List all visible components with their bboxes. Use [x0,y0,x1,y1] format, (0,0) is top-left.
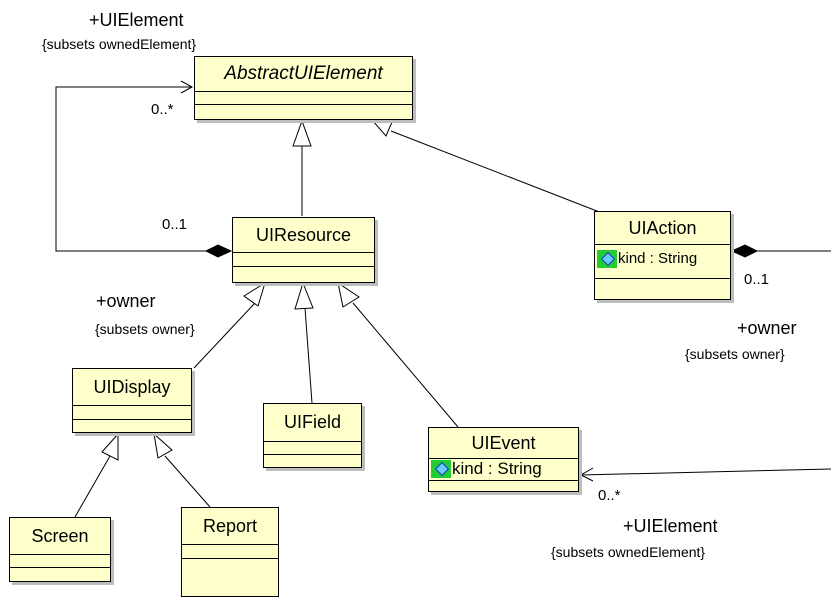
attributes-compartment [182,545,278,559]
generalization-uievent [352,302,459,428]
role-label: +UIElement [623,516,718,536]
class-name: UIEvent [429,428,578,459]
inheritance-arrowhead [292,119,312,147]
association-uielement [55,86,206,252]
attribute-icon [597,250,617,268]
constraint-label: {subsets ownedElement} [42,36,197,52]
class-screen[interactable]: Screen [9,517,111,582]
operations-compartment [429,481,578,491]
attribute-row: kind : String [595,249,730,269]
generalization-screen [74,455,111,518]
class-name: Report [182,508,278,545]
generalization-report [164,455,211,508]
generalization-uifield [304,307,313,404]
multiplicity-label: 0..* [151,101,174,118]
role-label: +UIElement [89,10,184,30]
attribute-text: kind : String [618,250,698,267]
composition-diamond [204,244,233,258]
inheritance-arrowhead [243,281,266,307]
class-name: AbstractUIElement [195,57,412,92]
operations-compartment [182,559,278,573]
operations-compartment [233,267,374,280]
attribute-text: kind : String [452,459,542,478]
class-name: UIAction [595,212,730,245]
operations-compartment [264,455,361,467]
operations-compartment [595,279,730,299]
class-ui-field[interactable]: UIField [263,403,362,468]
role-label: +owner [96,291,156,311]
attribute-icon [431,460,451,478]
attributes-compartment [195,92,412,105]
association-arrowhead [180,80,194,94]
generalization-uidisplay [193,302,256,369]
inheritance-arrowhead [337,281,360,308]
constraint-label: {subsets owner} [685,346,785,362]
attribute-row: kind : String [429,459,578,479]
class-name: UIResource [233,218,374,253]
inheritance-arrowhead [153,432,173,459]
attributes-compartment: kind : String [429,459,578,481]
multiplicity-label: 0..1 [162,216,188,233]
operations-compartment [10,568,110,581]
inheritance-arrowhead [370,119,393,137]
attributes-compartment [10,555,110,568]
attributes-compartment [233,253,374,267]
class-name: UIDisplay [73,369,191,406]
class-ui-resource[interactable]: UIResource [232,217,375,283]
class-ui-event[interactable]: UIEvent kind : String [428,427,579,492]
generalization-uiaction [390,130,603,214]
attributes-compartment [264,442,361,455]
association-arrowhead [579,467,594,482]
class-ui-action[interactable]: UIAction kind : String [594,211,731,300]
role-label: +owner [737,318,797,338]
constraint-label: {subsets owner} [95,321,195,337]
attributes-compartment [73,406,191,420]
class-ui-display[interactable]: UIDisplay [72,368,192,433]
class-name: Screen [10,518,110,555]
operations-compartment [195,105,412,117]
attributes-compartment: kind : String [595,245,730,279]
multiplicity-label: 0..* [598,487,621,504]
constraint-label: {subsets ownedElement} [551,544,706,560]
inheritance-arrowhead [294,281,314,310]
inheritance-arrowhead [101,432,119,461]
class-report[interactable]: Report [181,507,279,597]
association-uievent [580,468,831,476]
class-name: UIField [264,404,361,442]
class-abstract-ui-element[interactable]: AbstractUIElement [194,56,413,120]
multiplicity-label: 0..1 [744,271,770,288]
composition-diamond [730,244,759,258]
operations-compartment [73,420,191,432]
